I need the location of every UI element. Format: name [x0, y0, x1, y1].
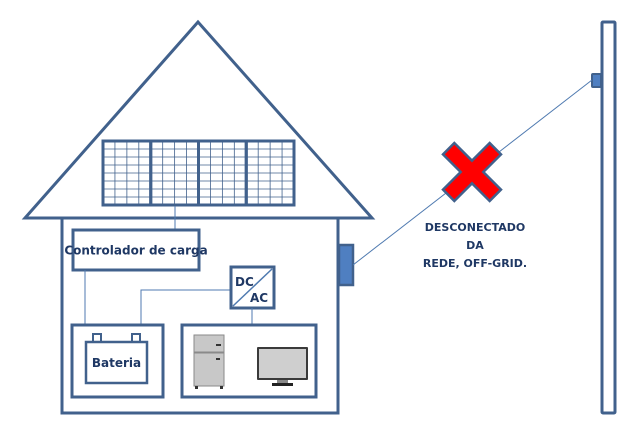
solar-module — [149, 139, 200, 207]
charge-controller-label: Controlador de carga — [64, 244, 207, 258]
inverter: DC AC — [229, 265, 276, 310]
utility-pole — [600, 20, 617, 415]
battery-enclosure — [70, 323, 165, 399]
inverter-dc-label: DC — [235, 275, 254, 289]
battery-body — [84, 340, 149, 385]
battery-label: Bateria — [92, 356, 141, 370]
solar-module — [101, 139, 153, 207]
status-line-1: DESCONECTADO — [425, 221, 525, 234]
status-line-2: DA — [466, 239, 484, 252]
wire-inverter-battery — [140, 289, 231, 325]
house-body — [60, 216, 340, 415]
television-icon — [257, 347, 308, 386]
solar-module — [244, 139, 296, 207]
disconnected-cross-icon — [441, 141, 503, 203]
loads-enclosure — [180, 323, 318, 399]
refrigerator-icon — [193, 334, 225, 389]
solar-panel-array — [101, 139, 296, 207]
house-grid-connector — [337, 243, 355, 287]
inverter-ac-label: AC — [250, 291, 268, 305]
charge-controller: Controlador de carga — [64, 228, 208, 272]
battery-icon: Bateria — [84, 333, 149, 385]
solar-module — [197, 139, 248, 207]
status-line-3: REDE, OFF-GRID. — [423, 257, 527, 270]
inverter-diagonal — [232, 268, 273, 307]
pole-connector — [591, 73, 602, 88]
